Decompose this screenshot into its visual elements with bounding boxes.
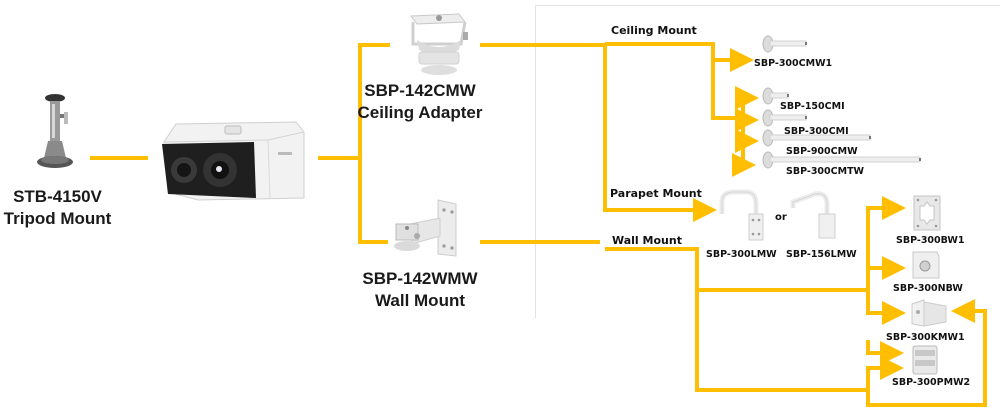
tripod-desc: Tripod Mount: [3, 209, 112, 228]
parapet-mount-300lmw-image: [719, 189, 764, 241]
wall-part-label: SBP-300PMW2: [892, 377, 971, 388]
ceiling-pole-image: [762, 87, 789, 105]
section-divider-vertical: [535, 5, 536, 318]
connector-pmw2-loop: [866, 299, 987, 407]
camera-image: [162, 121, 305, 201]
ceiling-pole-image: [762, 151, 921, 169]
wall-mount-adapter-label: SBP-142WMW Wall Mount: [355, 268, 485, 312]
section-label-wall: Wall Mount: [612, 234, 682, 247]
parapet-mount-156lmw-image: [790, 191, 836, 239]
tripod-model: STB-4150V: [13, 187, 102, 206]
ceiling-part-label: SBP-300CMW1: [754, 58, 833, 69]
ceiling-pole-image: [762, 109, 807, 127]
ceiling-adapter-image: [410, 13, 468, 75]
ceiling-part-label: SBP-300CMI: [784, 126, 849, 137]
wall-part-label: SBP-300BW1: [896, 235, 965, 246]
wall-part-label: SBP-300KMW1: [886, 332, 965, 343]
wall-part-label: SBP-300NBW: [893, 283, 963, 294]
section-divider-top: [535, 5, 1000, 6]
ceiling-part-label: SBP-300CMTW: [786, 166, 865, 177]
connector-parapet-branch: [603, 45, 717, 222]
tripod-label: STB-4150V Tripod Mount: [0, 186, 115, 230]
ceiling-adapter-model: SBP-142CMW: [364, 81, 476, 100]
parapet-or-text: or: [775, 212, 787, 223]
ceiling-adapter-desc: Ceiling Adapter: [357, 103, 483, 122]
parapet-part-label: SBP-156LMW: [786, 249, 857, 260]
wall-part-300bw1-image: [913, 195, 941, 231]
connector-wall-branch: [605, 247, 904, 392]
ceiling-pole-image: [762, 129, 871, 147]
wall-part-300pmw2-image: [912, 345, 938, 375]
wall-mount-adapter-desc: Wall Mount: [374, 291, 465, 310]
connector-wall-to-bw1: [866, 196, 906, 290]
connector-ceiling-multi-1: [732, 98, 756, 177]
connector-ceiling-branch-main: [711, 58, 743, 120]
connector-adapter-bracket: [358, 43, 390, 244]
section-label-ceiling: Ceiling Mount: [611, 24, 697, 37]
ceiling-part-label: SBP-900CMW: [786, 146, 858, 157]
connector-wall-to-kmw1: [866, 290, 906, 325]
ceiling-adapter-label: SBP-142CMW Ceiling Adapter: [355, 80, 485, 124]
ceiling-part-label: SBP-150CMI: [780, 101, 845, 112]
wall-part-300nbw-image: [912, 251, 940, 279]
wall-mount-adapter-model: SBP-142WMW: [362, 269, 478, 288]
parapet-part-label: SBP-300LMW: [706, 249, 777, 260]
connector-ceiling-branch: [605, 42, 754, 72]
wall-mount-adapter-image: [394, 199, 457, 257]
ceiling-pole-image: [762, 35, 807, 53]
section-label-parapet: Parapet Mount: [610, 187, 702, 200]
wall-part-300kmw1-image: [911, 299, 947, 327]
tripod-mount-image: [37, 94, 73, 168]
connector-wall-to-pmw2: [866, 340, 904, 365]
